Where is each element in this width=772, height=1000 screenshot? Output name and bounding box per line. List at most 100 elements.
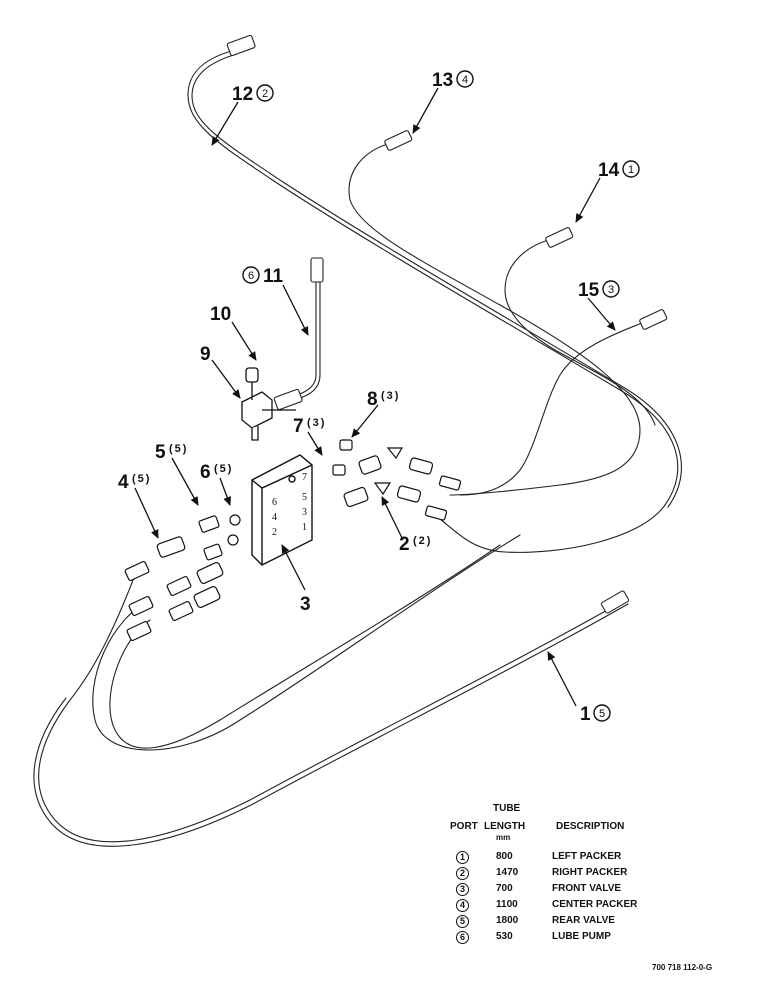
- callout-number: 10: [210, 304, 231, 325]
- right-fittings: [332, 439, 462, 521]
- legend-length: 530: [496, 931, 513, 942]
- legend-description: LEFT PACKER: [552, 851, 622, 862]
- legend-description: RIGHT PACKER: [552, 867, 628, 878]
- leader-7: [307, 431, 323, 456]
- port-number: 2: [262, 88, 268, 100]
- tube-11: [273, 257, 324, 411]
- callout-number: 4: [118, 472, 129, 493]
- leader-1: [547, 651, 577, 707]
- legend-length: 1100: [496, 899, 518, 910]
- leader-4: [134, 487, 159, 539]
- block-port-number: 2: [272, 527, 277, 538]
- legend-port: 2: [456, 867, 469, 880]
- callout-quantity: (3): [307, 417, 326, 429]
- leader-15: [587, 297, 616, 331]
- callout-number: 6: [200, 462, 211, 483]
- port-number: 6: [248, 270, 254, 282]
- legend-port: 1: [456, 851, 469, 864]
- legend-length: 1800: [496, 915, 519, 926]
- left-fittings: [124, 514, 241, 642]
- legend-port: 3: [456, 883, 469, 896]
- callout-number: 5: [155, 442, 166, 463]
- header-unit: mm: [496, 833, 511, 842]
- block-port-number: 7: [302, 472, 307, 483]
- callout-number: 8: [367, 389, 378, 410]
- callout-number: 2: [399, 534, 410, 555]
- leader-5: [171, 457, 199, 506]
- callout-10: 10: [210, 304, 231, 325]
- legend-length: 1470: [496, 867, 519, 878]
- legend-description: FRONT VALVE: [552, 883, 622, 894]
- callout-number: 3: [300, 594, 311, 615]
- callout-6: 6(5): [200, 462, 233, 483]
- callout-7: 7(3): [293, 416, 326, 437]
- callout-14: 14 1: [598, 160, 640, 181]
- block-port-number: 5: [302, 492, 307, 503]
- callout-quantity: (3): [381, 390, 400, 402]
- callout-12: 12 2: [232, 84, 274, 105]
- callout-number: 14: [598, 160, 620, 181]
- callout-number: 9: [200, 344, 211, 365]
- leader-12: [211, 101, 239, 146]
- callout-number: 1: [580, 704, 591, 725]
- leader-2: [381, 496, 404, 541]
- callout-number: 7: [293, 416, 304, 437]
- tube-lower-loops: [92, 534, 521, 751]
- callout-4: 4(5): [118, 472, 151, 493]
- callout-quantity: (5): [214, 463, 233, 475]
- legend-description: REAR VALVE: [552, 915, 615, 926]
- callout-3: 3: [300, 594, 311, 615]
- port-number: 1: [628, 164, 634, 176]
- port-circle: [593, 704, 611, 722]
- port-circle: [602, 280, 620, 298]
- tube-12: [187, 34, 682, 553]
- header-length: LENGTH: [484, 821, 526, 832]
- legend-description: CENTER PACKER: [552, 899, 638, 910]
- legend-header: TUBE PORT LENGTH mm DESCRIPTION: [450, 803, 690, 851]
- callout-number: 12: [232, 84, 253, 105]
- callout-quantity: (5): [132, 473, 151, 485]
- port-circle: [256, 84, 274, 102]
- block-port-number: 1: [302, 522, 307, 533]
- callout-11: 6 11: [242, 266, 284, 287]
- callout-quantity: (2): [413, 535, 432, 547]
- port-circle: [622, 160, 640, 178]
- header-port: PORT: [450, 821, 478, 832]
- port-number: 5: [599, 708, 605, 720]
- legend-port: 4: [456, 899, 469, 912]
- legend-row: 4 1100 CENTER PACKER: [450, 899, 690, 915]
- port-circle: [242, 266, 260, 284]
- callout-9: 9: [200, 344, 211, 365]
- leader-8: [351, 404, 379, 438]
- legend-port: 5: [456, 915, 469, 928]
- block-port-number: 3: [302, 507, 307, 518]
- tube-14: [504, 227, 656, 426]
- leader-6: [219, 477, 231, 506]
- tee-fitting: [241, 367, 296, 441]
- tube-13: [348, 130, 641, 496]
- callout-number: 15: [578, 280, 600, 301]
- legend-description: LUBE PUMP: [552, 931, 611, 942]
- figure-id: 700 718 112-0-G: [652, 963, 713, 972]
- block-port-number: 4: [272, 512, 277, 523]
- leader-9: [211, 359, 241, 399]
- legend-row: 5 1800 REAR VALVE: [450, 915, 690, 931]
- callout-number: 11: [263, 266, 284, 287]
- callout-quantity: (5): [169, 443, 188, 455]
- legend-row: 2 1470 RIGHT PACKER: [450, 867, 690, 883]
- header-description: DESCRIPTION: [556, 821, 625, 832]
- leader-11: [282, 284, 309, 336]
- distribution-block: [251, 454, 313, 566]
- leader-13: [412, 87, 439, 134]
- leader-10: [231, 321, 257, 361]
- leader-3: [281, 544, 306, 591]
- header-tube: TUBE: [493, 803, 521, 814]
